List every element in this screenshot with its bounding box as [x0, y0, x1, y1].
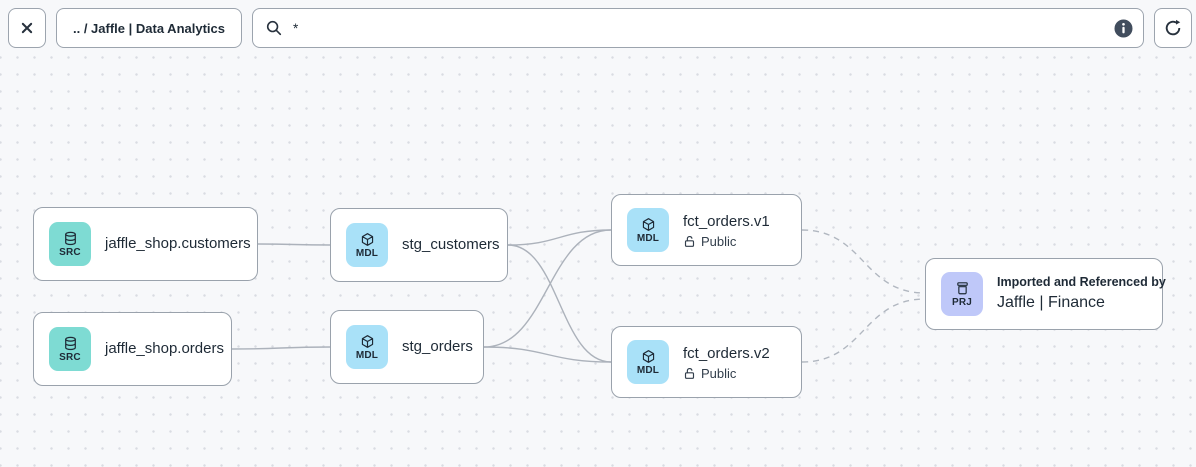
search-icon [266, 20, 282, 35]
node-title: jaffle_shop.customers [105, 235, 251, 252]
cube-icon [361, 334, 373, 348]
node-fct-orders-v2[interactable]: MDL fct_orders.v2 Public [611, 326, 802, 398]
node-title: stg_customers [402, 236, 500, 253]
close-icon [21, 22, 33, 34]
project-caption: Imported and Referenced by [997, 275, 1166, 290]
node-jaffle-shop-orders[interactable]: SRC jaffle_shop.orders [33, 312, 232, 386]
close-button[interactable] [8, 8, 46, 48]
node-stg-orders[interactable]: MDL stg_orders [330, 310, 484, 384]
breadcrumb-label: .. / Jaffle | Data Analytics [73, 20, 225, 36]
cube-icon [642, 217, 654, 231]
node-fct-orders-v1[interactable]: MDL fct_orders.v1 Public [611, 194, 802, 266]
badge-label: PRJ [951, 296, 973, 308]
node-title: fct_orders.v2 [683, 344, 770, 362]
model-badge: MDL [346, 325, 388, 369]
cube-icon [642, 349, 654, 363]
search-bar[interactable] [252, 8, 1144, 48]
breadcrumb[interactable]: .. / Jaffle | Data Analytics [56, 8, 242, 48]
info-icon [1114, 19, 1133, 37]
badge-label: SRC [59, 351, 81, 363]
model-badge: MDL [627, 208, 669, 252]
lock-open-icon [684, 367, 695, 379]
node-title: stg_orders [402, 338, 473, 355]
refresh-button[interactable] [1154, 8, 1192, 48]
archive-icon [956, 281, 968, 294]
refresh-icon [1165, 19, 1181, 36]
model-badge: MDL [627, 340, 669, 384]
cube-icon [361, 232, 373, 246]
source-badge: SRC [49, 222, 91, 266]
node-jaffle-shop-customers[interactable]: SRC jaffle_shop.customers [33, 207, 258, 281]
visibility-row: Public [683, 367, 770, 380]
node-project-jaffle-finance[interactable]: PRJ Imported and Referenced by Jaffle | … [925, 258, 1166, 330]
node-title: jaffle_shop.orders [105, 340, 224, 357]
lock-open-icon [684, 235, 695, 247]
database-icon [64, 231, 76, 245]
node-text: fct_orders.v1 Public [683, 213, 770, 248]
badge-label: MDL [355, 247, 379, 259]
node-text: Imported and Referenced by Jaffle | Fina… [997, 275, 1166, 312]
source-badge: SRC [49, 327, 91, 371]
node-title: fct_orders.v1 [683, 212, 770, 230]
search-info-button[interactable] [1114, 19, 1133, 38]
badge-label: MDL [355, 349, 379, 361]
visibility-label: Public [701, 233, 737, 249]
model-badge: MDL [346, 223, 388, 267]
toolbar: .. / Jaffle | Data Analytics [8, 8, 1192, 48]
node-stg-customers[interactable]: MDL stg_customers [330, 208, 508, 282]
badge-label: MDL [636, 232, 660, 244]
search-input[interactable] [293, 20, 1105, 36]
visibility-row: Public [683, 235, 770, 248]
badge-label: MDL [636, 364, 660, 376]
visibility-label: Public [701, 365, 737, 381]
badge-label: SRC [59, 246, 81, 258]
database-icon [64, 336, 76, 350]
project-title: Jaffle | Finance [997, 294, 1105, 312]
node-text: fct_orders.v2 Public [683, 345, 770, 380]
project-badge: PRJ [941, 272, 983, 316]
